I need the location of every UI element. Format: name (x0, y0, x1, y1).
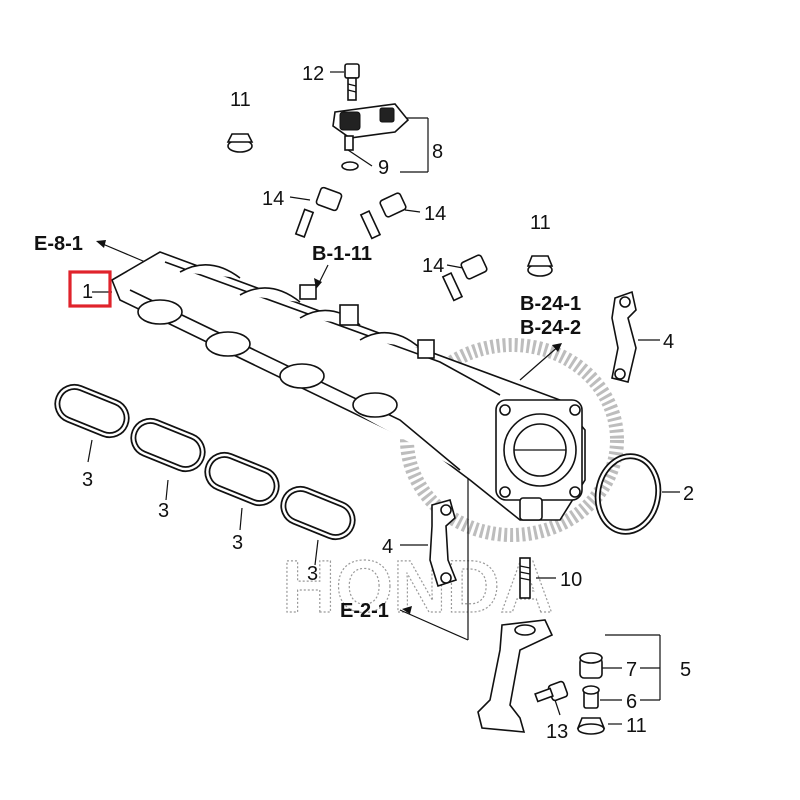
ref-b-24-1: B-24-1 (520, 293, 581, 315)
ref-b-24-2: B-24-2 (520, 317, 581, 339)
callout-5: 5 (680, 659, 691, 681)
ref-e-2-1: E-2-1 (340, 600, 389, 622)
ref-b-1-11: B-1-11 (312, 243, 372, 265)
gasket-3-4 (280, 485, 356, 541)
callout-8: 8 (432, 141, 443, 163)
o-ring-2 (594, 453, 662, 535)
bolt-14-right (441, 254, 488, 302)
callout-3b: 3 (158, 500, 169, 522)
rubber-mount-7 (579, 652, 603, 679)
map-sensor-8 (332, 103, 410, 151)
bracket-4-lower (429, 499, 458, 588)
gasket-3-2 (130, 417, 206, 473)
flange-nut-11-top (226, 133, 254, 153)
callout-11c: 11 (626, 715, 647, 737)
honda-watermark: HONDA (281, 338, 624, 629)
collar-6 (582, 685, 600, 709)
callout-3c: 3 (232, 532, 243, 554)
callout-14c: 14 (422, 255, 444, 277)
callout-9: 9 (378, 157, 389, 179)
callout-6: 6 (626, 691, 637, 713)
callout-7: 7 (626, 659, 637, 681)
callout-14a: 14 (262, 188, 284, 210)
ref-e-8-1: E-8-1 (34, 233, 83, 255)
callout-1: 1 (82, 281, 93, 303)
bolt-14-left (294, 186, 343, 238)
highlight-box (68, 270, 112, 308)
bracket-4-right (611, 290, 637, 383)
section-refs: E-8-1 B-1-11 B-24-1 B-24-2 E-2-1 (34, 233, 581, 622)
callout-4a: 4 (663, 331, 674, 353)
callout-14b: 14 (424, 203, 446, 225)
callout-12: 12 (302, 63, 324, 85)
o-ring-9 (341, 161, 359, 171)
callout-13: 13 (546, 721, 568, 743)
gasket-3-1 (54, 383, 130, 439)
bolt-14-center (359, 192, 407, 240)
callout-11b: 11 (530, 212, 551, 234)
bolt-13 (534, 680, 569, 703)
bracket-assembly-5 (477, 619, 554, 733)
callout-10: 10 (560, 569, 582, 591)
callout-labels: 1 2 3 3 3 3 4 4 5 6 7 8 9 10 11 11 11 12… (82, 63, 694, 743)
leader-lines (87, 71, 680, 725)
callout-3a: 3 (82, 469, 93, 491)
watermark-text: HONDA (282, 545, 553, 628)
gasket-3-3 (204, 451, 280, 507)
callout-3d: 3 (307, 563, 318, 585)
intake-manifold-1 (111, 251, 586, 521)
flange-nut-11-bottom (576, 717, 606, 735)
flange-nut-11-right (526, 255, 554, 277)
stud-bolt-10 (519, 557, 531, 599)
callout-11a: 11 (230, 89, 251, 111)
callout-2: 2 (683, 483, 694, 505)
callout-4b: 4 (382, 536, 393, 558)
bolt-12 (344, 63, 360, 101)
